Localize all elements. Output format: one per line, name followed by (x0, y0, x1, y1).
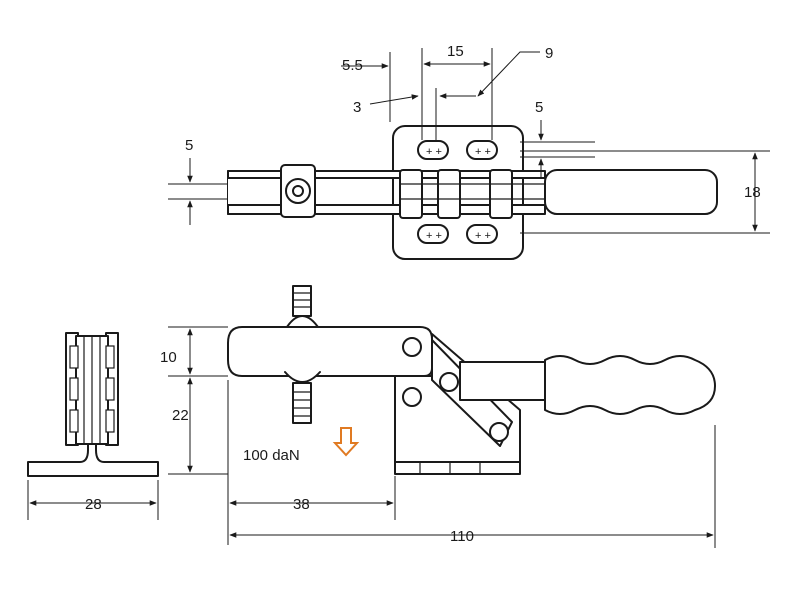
dim-slot-width: 3 (353, 99, 361, 116)
clamp-arm-side (227, 326, 433, 377)
force-label: 100 daN (243, 447, 300, 464)
side-view: 100 daN 10 22 38 110 (160, 285, 716, 548)
svg-text:+ +: + + (426, 230, 442, 242)
end-view: 28 (27, 332, 159, 520)
dim-foot-width: 28 (85, 496, 102, 513)
dim-spindle-height: 10 (160, 349, 177, 366)
dim-reach: 38 (293, 496, 310, 513)
dim-slot-spacing: 15 (447, 43, 464, 60)
dim-base-offset: 5 (535, 99, 543, 116)
handle-top (544, 169, 718, 215)
top-view: + + + + + + + + 5.5 15 9 (168, 43, 770, 260)
dim-total-length: 110 (450, 528, 474, 545)
svg-text:+ +: + + (475, 146, 491, 158)
mounting-slots: + + + + + + + + (417, 140, 498, 244)
svg-text:+ +: + + (475, 230, 491, 242)
handle-grip-side (544, 355, 716, 415)
foot-end-view (27, 443, 159, 477)
dim-overall-width: 18 (744, 184, 761, 201)
force-arrow-icon (332, 427, 360, 457)
dim-slot-length: 9 (545, 45, 553, 62)
dim-arm-gap: 5 (185, 137, 193, 154)
svg-text:+ +: + + (426, 146, 442, 158)
dim-slot-offset: 5.5 (342, 57, 363, 74)
dim-base-height: 22 (172, 407, 189, 424)
